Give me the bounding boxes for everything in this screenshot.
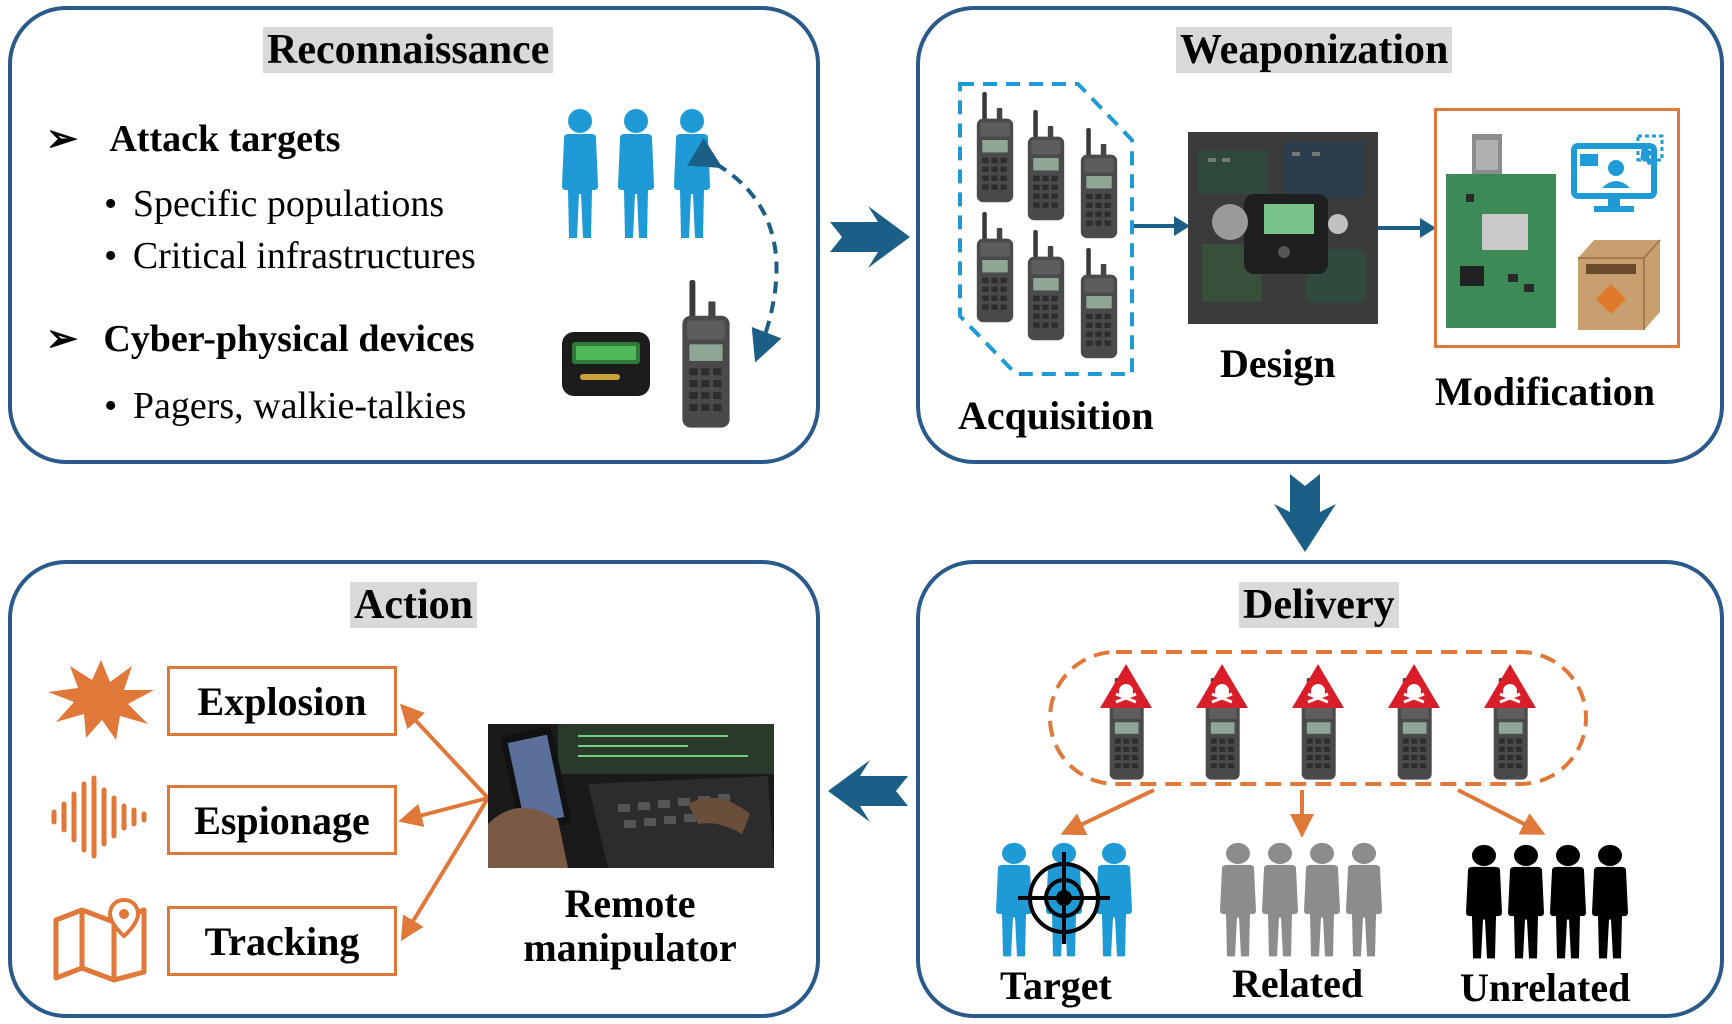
walkie-talkie-icon xyxy=(1027,110,1065,221)
hazard-walkie-talkie xyxy=(1484,664,1536,780)
flow-arrow xyxy=(1134,216,1190,236)
walkie-talkie-icon xyxy=(682,280,730,428)
delivery-arrows xyxy=(1060,788,1546,838)
acquisition-group xyxy=(958,82,1134,376)
map-pin-icon xyxy=(53,897,147,983)
design-label: Design xyxy=(1220,341,1336,386)
target-people-icon xyxy=(996,842,1132,957)
arrow-bullet-icon: ➢ xyxy=(46,118,78,160)
hazard-walkie-talkie xyxy=(1292,664,1344,780)
arrow-bullet-icon: ➢ xyxy=(46,318,78,360)
explosion-icon xyxy=(48,660,154,740)
flow-arrow-down xyxy=(1274,474,1336,552)
hazard-walkie-talkie xyxy=(1388,664,1440,780)
delivery-panel xyxy=(916,560,1724,1018)
cyber-physical-bullet: ➢ Cyber-physical devices xyxy=(46,318,475,360)
delivery-title: Delivery xyxy=(1239,582,1399,628)
modification-label: Modification xyxy=(1435,369,1655,414)
compromised-devices-group xyxy=(1048,650,1588,786)
related-people-icon xyxy=(1220,842,1382,957)
link-arrow xyxy=(687,137,782,363)
weaponization-title: Weaponization xyxy=(1176,27,1453,73)
modification-box xyxy=(1434,108,1680,348)
flow-arrow xyxy=(1378,218,1436,238)
hazard-walkie-talkie xyxy=(1100,664,1152,780)
circuit-board-icon xyxy=(1446,134,1556,328)
people-group-icon xyxy=(562,109,710,238)
pager-icon xyxy=(562,332,650,396)
tracking-box: Tracking xyxy=(167,906,397,976)
target-label: Target xyxy=(1000,963,1112,1008)
walkie-talkie-icon xyxy=(1080,128,1118,239)
espionage-box: Espionage xyxy=(167,785,397,855)
explosive-box-icon xyxy=(1578,239,1661,330)
flow-arrow-left xyxy=(828,760,908,822)
remote-manipulator-label: Remote manipulator xyxy=(523,881,737,970)
crosshair-icon xyxy=(1018,852,1110,944)
sub-pagers-walkie-talkies: • Pagers, walkie-talkies xyxy=(104,385,467,427)
sub-specific-populations: • Specific populations xyxy=(104,183,445,225)
unrelated-people-icon xyxy=(1466,844,1628,959)
circuit-board-icon xyxy=(1188,132,1378,324)
computer-user-icon xyxy=(1571,134,1664,212)
sound-wave-icon xyxy=(51,775,147,859)
attack-targets-bullet: ➢ Attack targets xyxy=(46,118,341,160)
unrelated-label: Unrelated xyxy=(1460,965,1631,1010)
explosion-box: Explosion xyxy=(167,666,397,736)
hazard-walkie-talkie xyxy=(1196,664,1248,780)
flow-arrow-right xyxy=(830,206,910,268)
walkie-talkie-icon xyxy=(976,92,1014,203)
remote-manipulator-image xyxy=(488,724,774,868)
reconnaissance-title: Reconnaissance xyxy=(263,27,554,73)
related-label: Related xyxy=(1232,961,1364,1006)
walkie-talkie-icon xyxy=(1027,230,1065,341)
walkie-talkie-icon xyxy=(976,212,1014,323)
action-title: Action xyxy=(350,582,477,628)
action-arrows xyxy=(398,703,490,942)
acquisition-label: Acquisition xyxy=(958,393,1154,438)
sub-critical-infrastructures: • Critical infrastructures xyxy=(104,235,476,277)
walkie-talkie-icon xyxy=(1080,248,1118,359)
